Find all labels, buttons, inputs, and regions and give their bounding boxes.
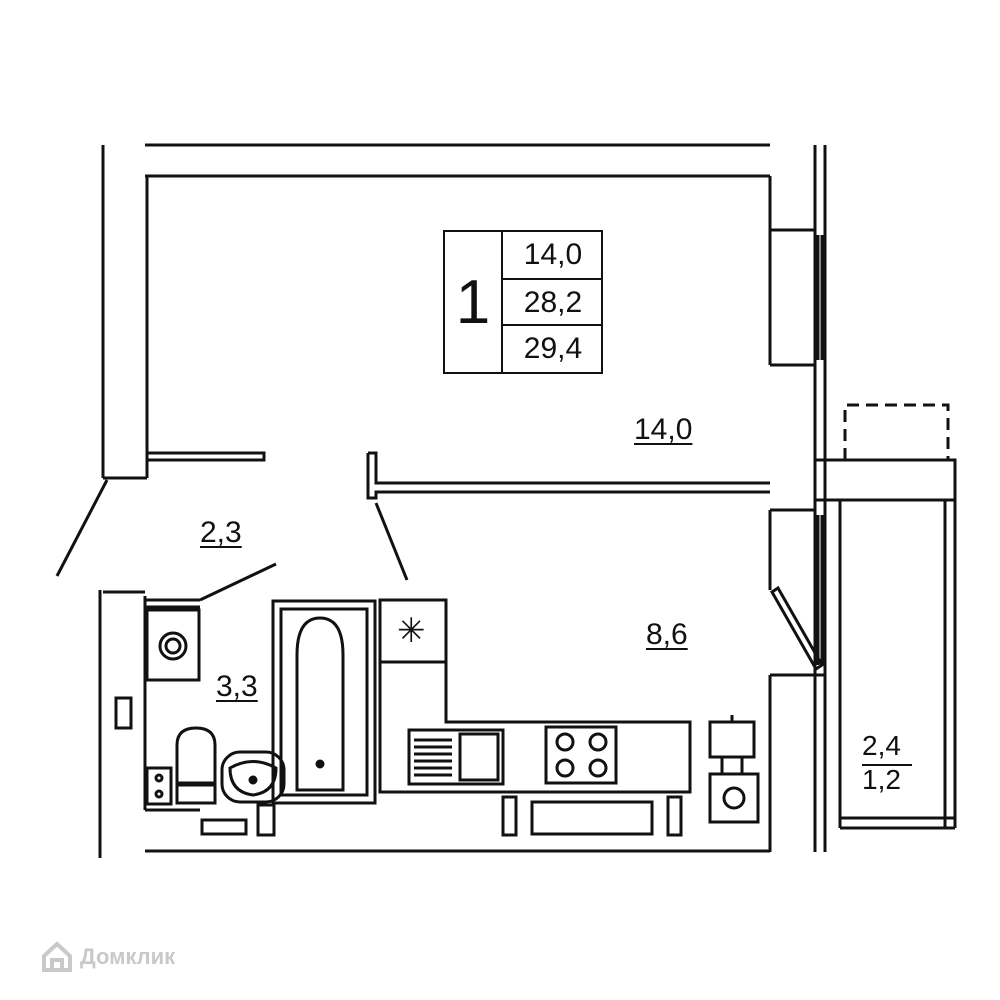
balcony-area: 2,4: [862, 730, 901, 761]
bathroom-door: [199, 562, 277, 602]
watermark-text: Домклик: [80, 944, 176, 969]
riser-icon: [145, 766, 173, 806]
kitchen-counter: [378, 662, 692, 794]
bathtub-icon: [271, 599, 377, 805]
kitchen-radiator-icon: [530, 800, 654, 836]
kitchen-door: [374, 502, 409, 581]
total-with-balcony-value: 29,4: [503, 324, 603, 372]
balcony-area-divider: [862, 764, 912, 766]
ventilation-shaft: [378, 598, 448, 664]
room-count: 1: [445, 232, 503, 372]
living-area-value: 14,0: [523, 238, 583, 271]
left-wall-upper: [101, 145, 266, 480]
watermark: Домклик: [40, 940, 175, 974]
kitchen-area: 8,6: [646, 618, 688, 651]
cooktop-icon: [544, 725, 618, 785]
living-room-area: 14,0: [634, 413, 693, 446]
washing-machine-icon: [145, 608, 201, 682]
radiator-icon: [200, 818, 248, 836]
boiler-icon: [708, 715, 756, 759]
hallway-area: 2,3: [200, 516, 242, 549]
balcony-door: [770, 585, 824, 672]
toilet-icon: [175, 726, 217, 805]
entry-door: [55, 479, 109, 577]
balcony: [813, 403, 957, 830]
partition-wall: [366, 451, 770, 500]
kitchen-sink-icon: [407, 728, 505, 786]
house-logo-icon: [42, 941, 72, 972]
ventilation-symbol: ✳: [397, 612, 426, 650]
meter-icon: [708, 755, 760, 824]
kitchen-post-right: [666, 795, 683, 837]
bathroom-area: 3,3: [216, 670, 258, 703]
sink-icon: [220, 750, 286, 804]
bottom-wall: [145, 808, 770, 853]
apartment-summary: 1 14,0 28,2 29,4: [443, 230, 603, 374]
balcony-area-reduced: 1,2: [862, 764, 901, 795]
left-wall-lower: [98, 590, 200, 858]
electric-panel-icon: [114, 696, 133, 730]
kitchen-post-left: [501, 795, 518, 837]
towel-rail-icon: [256, 803, 276, 837]
top-wall: [145, 143, 772, 230]
total-area-value: 28,2: [503, 278, 603, 326]
